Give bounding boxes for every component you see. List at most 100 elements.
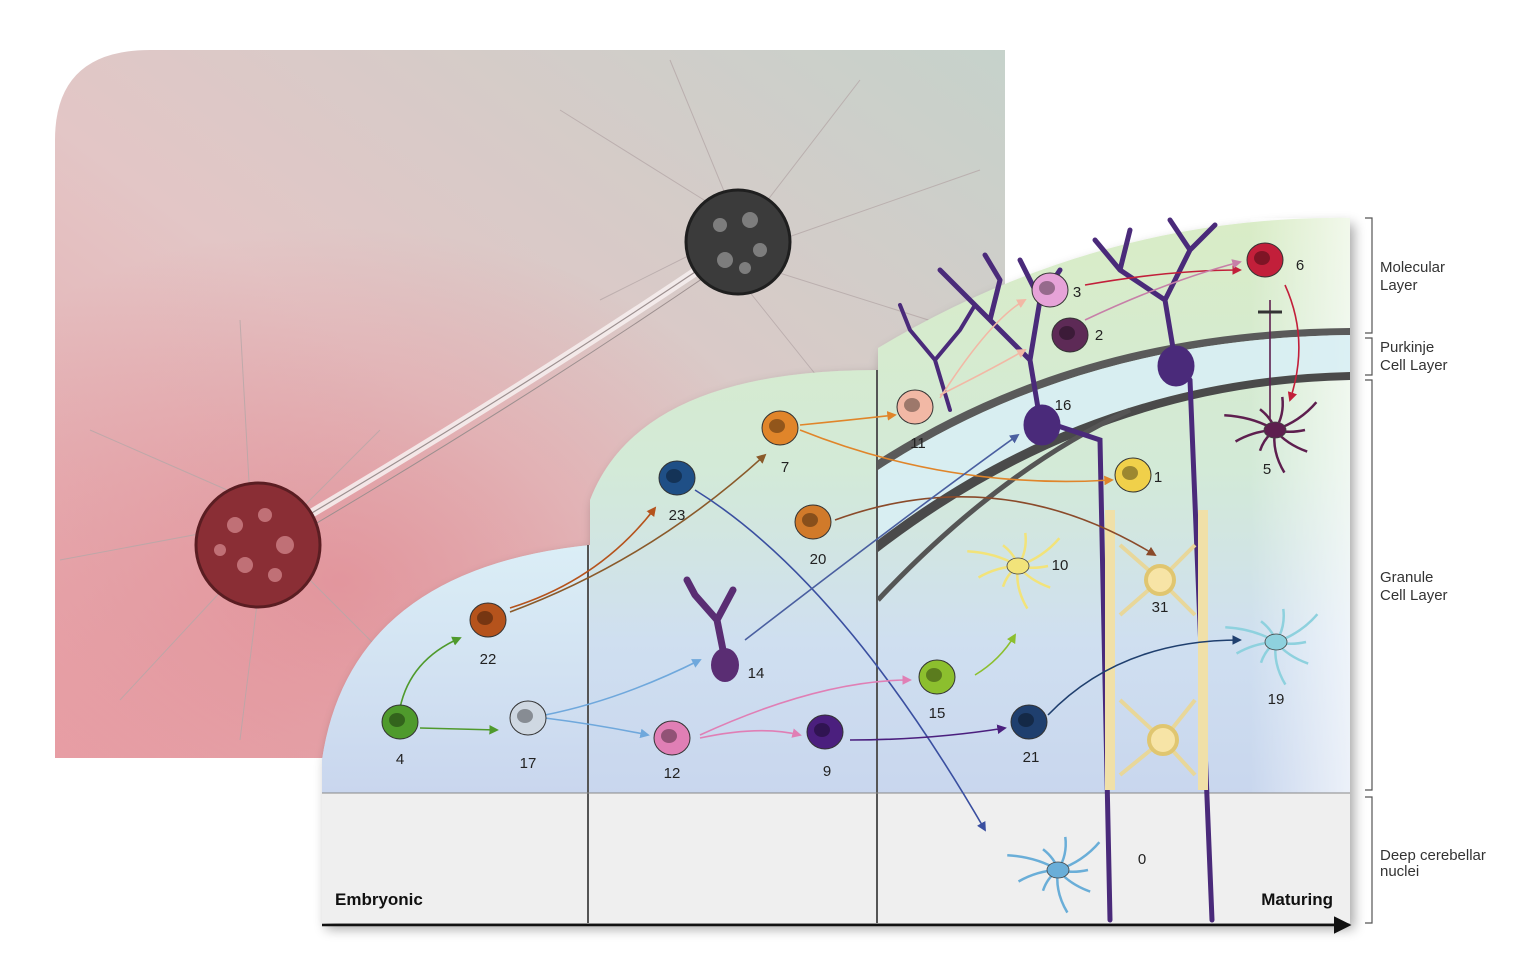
cell-label-4: 4 <box>396 751 404 768</box>
granule-layer-line2: Cell Layer <box>1380 587 1448 604</box>
cell-body-10 <box>1006 557 1030 575</box>
cell-label-2: 2 <box>1095 327 1103 344</box>
cell-nucleus-2 <box>1059 326 1075 340</box>
cell-12: 12 <box>653 720 691 782</box>
cell-nucleus-21 <box>1018 713 1034 727</box>
cell-20: 20 <box>794 504 832 568</box>
cell-nucleus-11 <box>904 398 920 412</box>
stage-dividers <box>322 370 1350 923</box>
cell-5: 5 <box>1224 396 1318 478</box>
cell-label-5: 5 <box>1263 461 1271 478</box>
cell-body-3 <box>1031 272 1069 308</box>
cell-15: 15 <box>918 659 956 722</box>
cell-2: 2 <box>1051 317 1103 353</box>
layer-bands <box>876 328 1350 602</box>
cell-nucleus-17 <box>517 709 533 723</box>
cell-3: 3 <box>1031 272 1081 308</box>
lineage-arrows <box>399 259 1300 832</box>
neurosphere-gray <box>686 190 790 294</box>
cell-label-16: 16 <box>1055 397 1072 414</box>
cell-17: 17 <box>509 700 547 772</box>
cell-body-11 <box>896 389 934 425</box>
cell-body-2 <box>1051 317 1089 353</box>
cell-body-21 <box>1010 704 1048 740</box>
cell-label-17: 17 <box>520 755 537 772</box>
timeline-end-label: Maturing <box>1261 890 1333 909</box>
cell-nucleus-1 <box>1122 466 1138 480</box>
cell-label-22: 22 <box>480 651 497 668</box>
cell-nucleus-3 <box>1039 281 1055 295</box>
cell-body-9 <box>806 714 844 750</box>
cell-4: 4 <box>381 704 419 768</box>
cell-16: 16 <box>1055 397 1072 414</box>
cell-nucleus-6 <box>1254 251 1270 265</box>
cell-nucleus-22 <box>477 611 493 625</box>
cell-body-7 <box>761 410 799 446</box>
cell-nucleus-12 <box>661 729 677 743</box>
cell-label-19: 19 <box>1268 691 1285 708</box>
granule-layer-line1: Granule <box>1380 569 1433 586</box>
cell-label-1: 1 <box>1154 469 1162 486</box>
cell-body-19 <box>1264 633 1288 651</box>
cell-nucleus-7 <box>769 419 785 433</box>
cell-body-6 <box>1246 242 1284 278</box>
cell-body-4 <box>381 704 419 740</box>
cell-label-7: 7 <box>781 459 789 476</box>
cell-label-31: 31 <box>1152 599 1169 616</box>
cell-label-12: 12 <box>664 765 681 782</box>
cell-label-21: 21 <box>1023 749 1040 766</box>
cell-label-23: 23 <box>669 507 686 524</box>
cell-nucleus-4 <box>389 713 405 727</box>
cell-10: 10 <box>967 532 1069 610</box>
cell-dendrite-14 <box>683 576 737 664</box>
layer-brackets <box>1365 217 1373 924</box>
cell-14: 14 <box>683 576 765 682</box>
cell-1: 1 <box>1114 457 1162 493</box>
cell-31: 31 <box>1152 599 1169 616</box>
cell-nucleus-23 <box>666 469 682 483</box>
bergmann-glia-ladders <box>1105 510 1208 790</box>
cell-11: 11 <box>896 389 934 452</box>
cell-label-14: 14 <box>748 665 765 682</box>
cell-6: 6 <box>1246 242 1304 278</box>
cell-body-14 <box>711 648 739 682</box>
timeline-start-label: Embryonic <box>335 890 423 909</box>
cell-body-5 <box>1263 421 1287 439</box>
cell-body-12 <box>653 720 691 756</box>
cell-body-17 <box>509 700 547 736</box>
cell-body-22 <box>469 602 507 638</box>
cell-body-0 <box>1046 861 1070 879</box>
cell-19: 19 <box>1225 608 1319 708</box>
cell-9: 9 <box>806 714 844 780</box>
cell-label-15: 15 <box>929 705 946 722</box>
purkinje-layer-line2: Cell Layer <box>1380 357 1448 374</box>
timeline-axis: Embryonic Maturing <box>322 890 1352 934</box>
cell-body-1 <box>1114 457 1152 493</box>
cell-label-11: 11 <box>910 435 926 452</box>
cell-22: 22 <box>469 602 507 668</box>
molecular-layer-line2: Layer <box>1380 277 1418 294</box>
cell-0: 0 <box>1007 836 1146 914</box>
cell-23: 23 <box>658 460 696 524</box>
deep-nuclei-line2: nuclei <box>1380 863 1419 880</box>
cell-body-15 <box>918 659 956 695</box>
cell-7: 7 <box>761 410 799 476</box>
purkinje-layer-line1: Purkinje <box>1380 339 1434 356</box>
cell-label-9: 9 <box>823 763 831 780</box>
cell-label-10: 10 <box>1052 557 1069 574</box>
cell-nucleus-20 <box>802 513 818 527</box>
cell-nucleus-9 <box>814 723 830 737</box>
cell-nucleus-15 <box>926 668 942 682</box>
molecular-layer-line1: Molecular <box>1380 259 1445 276</box>
purkinje-tree-c <box>898 303 977 412</box>
cell-body-23 <box>658 460 696 496</box>
cell-label-0: 0 <box>1138 851 1146 868</box>
cell-label-6: 6 <box>1296 257 1304 274</box>
